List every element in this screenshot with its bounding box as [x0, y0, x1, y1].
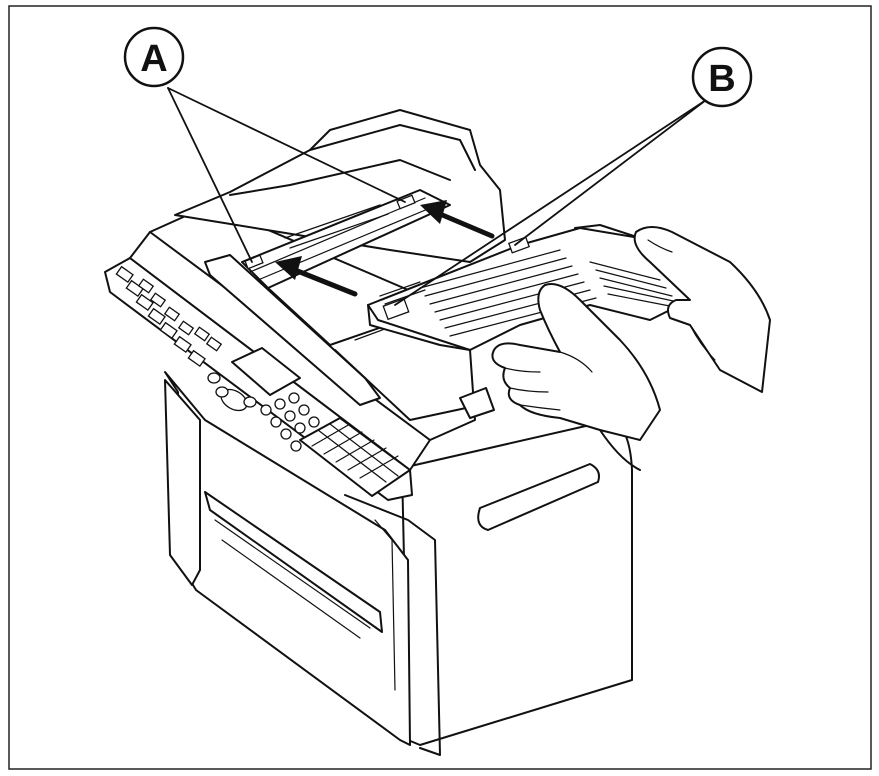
- tray-body: [367, 227, 691, 351]
- callout-b-label: B: [708, 58, 735, 100]
- hands: [491, 226, 771, 471]
- guide-slot-left: [244, 254, 264, 270]
- tray-lug-right: [507, 236, 531, 254]
- callout-leaders: [167, 87, 707, 306]
- callout-a: A: [123, 26, 185, 88]
- navigation-keys: [207, 372, 257, 412]
- insertion-arrows: [275, 200, 495, 297]
- front-door: [344, 494, 441, 756]
- output-slot: [204, 491, 383, 633]
- left-hand: [491, 283, 661, 441]
- alpha-keyboard: [299, 417, 411, 497]
- panel-buttons-left: [115, 265, 223, 368]
- fax-machine: [104, 109, 633, 756]
- arrow-left: [275, 256, 358, 297]
- callout-b: B: [691, 46, 753, 108]
- arrow-right: [420, 200, 495, 239]
- lcd-display: [231, 347, 301, 396]
- guide-slot-right: [396, 194, 416, 210]
- document-exit-tray: [204, 254, 381, 406]
- document-feeder-cover: [174, 109, 506, 263]
- callout-a-label: A: [140, 38, 167, 80]
- tray-lug-left: [382, 297, 410, 321]
- machine-left-foot: [164, 379, 201, 586]
- side-handle-slot: [477, 463, 600, 531]
- right-hand: [633, 226, 771, 393]
